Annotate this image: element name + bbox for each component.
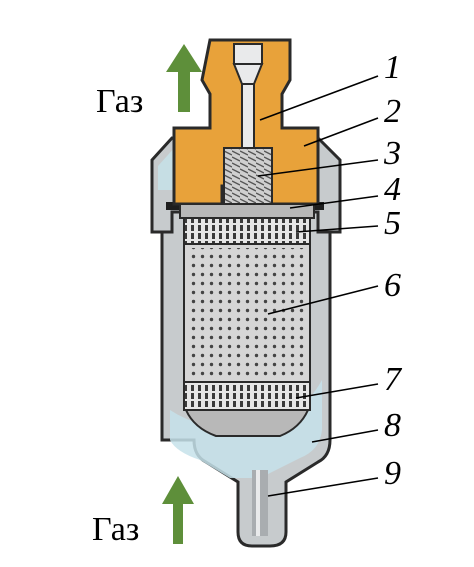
filter-element	[179, 203, 315, 437]
part-number-1: 1	[384, 49, 401, 86]
part-number-6: 6	[384, 267, 401, 304]
filter-pleats-top	[183, 217, 311, 245]
arrow-up-top	[166, 44, 202, 112]
leader-1	[259, 75, 379, 121]
leader-4	[289, 195, 379, 209]
thread-section	[223, 147, 273, 205]
part-number-3: 3	[383, 135, 401, 172]
inlet-fitting	[172, 38, 320, 206]
gas-label-top: Газ	[96, 83, 143, 120]
part-number-2: 2	[384, 93, 401, 130]
leader-7	[295, 383, 379, 399]
part-number-4: 4	[384, 171, 401, 208]
leader-lines	[257, 75, 379, 497]
part-numbers: 1 2 3 4 5 6 7 8 9	[383, 49, 403, 492]
arrow-up-top-icon	[166, 44, 202, 112]
leader-6	[267, 285, 379, 315]
leader-9	[267, 477, 379, 497]
arrow-up-bottom	[162, 476, 194, 544]
gas-label-bottom: Газ	[92, 511, 139, 548]
leader-2	[303, 117, 379, 147]
part-number-7: 7	[384, 361, 403, 398]
leader-8	[311, 429, 379, 443]
arrow-up-bottom-icon	[162, 476, 194, 544]
leader-3	[257, 159, 379, 177]
filter-pleats-bottom	[183, 381, 311, 411]
filter-seal-top	[179, 203, 315, 219]
filter-bottom-cap	[184, 409, 310, 437]
part-number-8: 8	[384, 407, 401, 444]
leader-5	[295, 225, 379, 233]
part-number-5: 5	[384, 205, 401, 242]
part-number-9: 9	[384, 455, 401, 492]
